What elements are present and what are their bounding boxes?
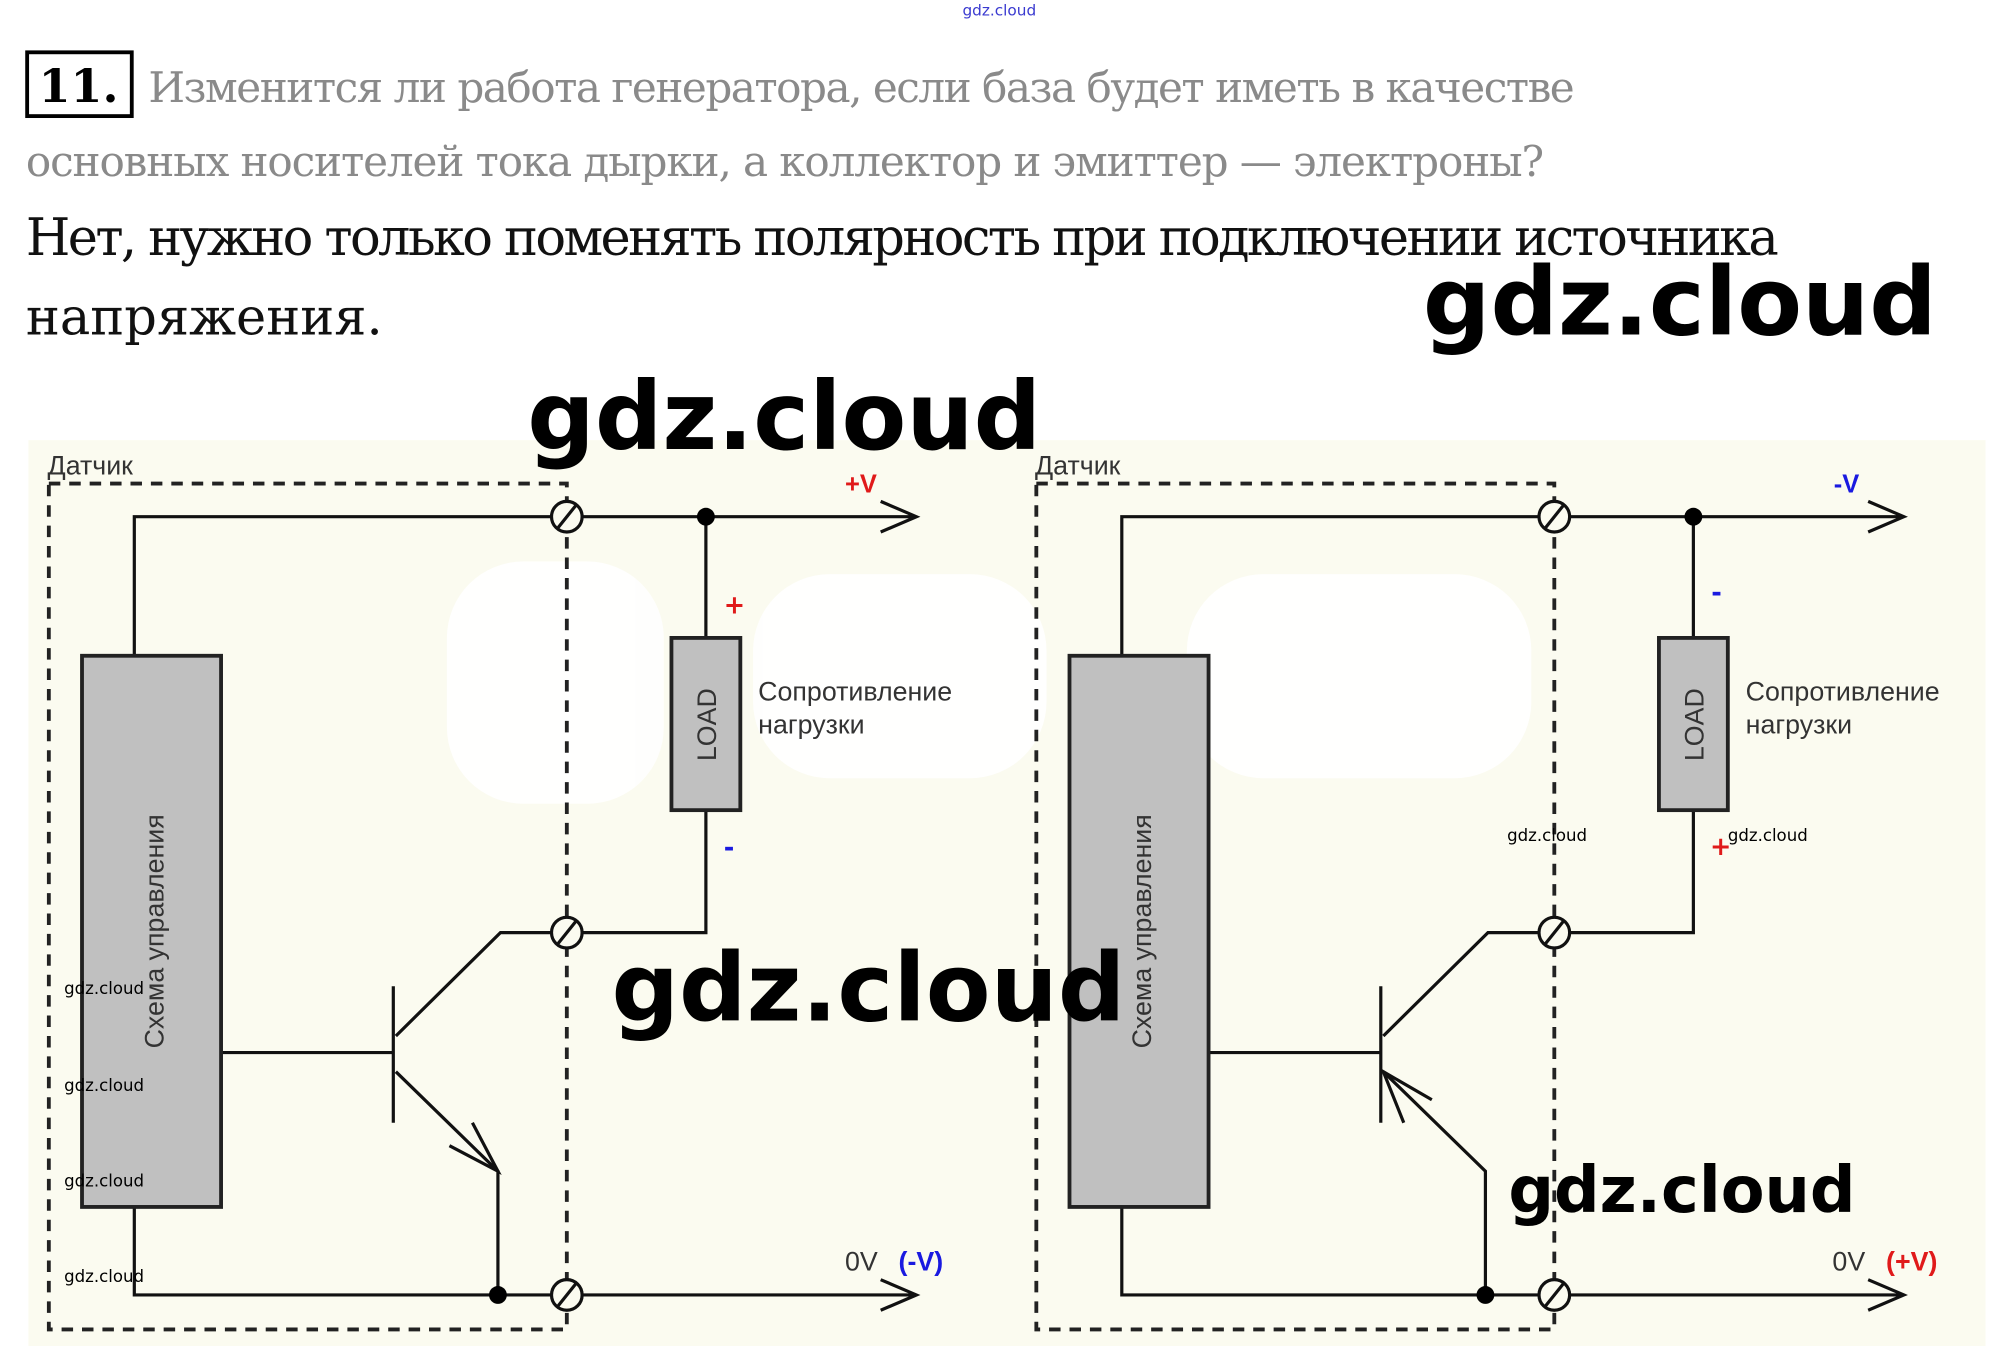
answer-line-1: Нет, нужно только поменять полярность пр…: [26, 209, 1779, 268]
bottom-rail-wire: [1120, 1206, 1908, 1312]
top-rail-wire: [1120, 499, 1908, 656]
sensor-boundary: [1034, 481, 1557, 1332]
watermark-large: gdz.cloud: [527, 362, 1041, 472]
load-label: LOAD: [1680, 688, 1710, 761]
junction-dot: [696, 507, 715, 526]
sensor-label: Датчик: [1035, 451, 1121, 481]
bottom-rail-alt-label: (+V): [1886, 1247, 1937, 1277]
load-top-sign: -: [1711, 578, 1722, 608]
collector-wire: [394, 516, 708, 1038]
control-block-label: Схема управления: [140, 814, 170, 1048]
junction-dot: [1684, 507, 1703, 526]
answer-line-2: напряжения.: [26, 288, 383, 347]
load-desc-1: Сопротивление: [1746, 676, 1940, 706]
watermark-large: gdz.cloud: [1423, 247, 1937, 357]
load-bottom-sign: +: [1710, 832, 1731, 862]
load-resistor: [1657, 636, 1730, 813]
terminal-icon: [1537, 915, 1572, 950]
load-desc-1: Сопротивление: [758, 676, 952, 706]
load-label: LOAD: [692, 688, 722, 761]
load-desc-2: нагрузки: [758, 710, 864, 740]
top-rail-label: +V: [845, 470, 877, 498]
bottom-rail-alt-label: (-V): [899, 1247, 944, 1277]
circuit-left: Датчик Схема управления LOAD Сопротивлен…: [46, 451, 952, 1332]
base-wire: [221, 986, 395, 1123]
collector-wire: [1382, 516, 1695, 1038]
control-block: [1067, 653, 1211, 1209]
top-rail-wire: [132, 499, 921, 656]
watermark-small: gdz.cloud: [64, 979, 144, 998]
bottom-rail-label: 0V: [1832, 1247, 1865, 1277]
question-line-2: основных носителей тока дырки, а коллект…: [26, 137, 1544, 186]
watermark-large: gdz.cloud: [1508, 1154, 1855, 1228]
erased-watermark-blob: [446, 561, 1532, 804]
watermark-small: gdz.cloud: [1728, 826, 1808, 845]
control-block-label: Схема управления: [1127, 814, 1157, 1048]
control-block: [80, 653, 223, 1209]
bottom-rail-wire: [132, 1206, 921, 1312]
emitter-arrow: [448, 1121, 502, 1176]
watermark-small: gdz.cloud: [64, 1267, 144, 1286]
circuit-right: Датчик Схема управления LOAD Сопротивлен…: [1034, 451, 1940, 1332]
load-desc-2: нагрузки: [1746, 710, 1852, 740]
load-top-sign: +: [724, 591, 745, 621]
junction-dot: [1476, 1286, 1495, 1304]
load-bottom-sign: -: [724, 833, 735, 863]
terminal-icon: [1537, 1278, 1572, 1312]
terminal-icon: [549, 499, 584, 534]
terminal-icon: [549, 1278, 584, 1312]
watermark-small: gdz.cloud: [64, 1172, 144, 1191]
watermark-small: gdz.cloud: [1507, 826, 1587, 845]
base-wire: [1208, 986, 1383, 1123]
top-watermark: gdz.cloud: [962, 1, 1036, 19]
emitter-wire: [1382, 1070, 1488, 1295]
sensor-label: Датчик: [48, 451, 134, 481]
load-resistor: [669, 636, 743, 813]
junction-dot: [488, 1286, 507, 1304]
terminal-icon: [1537, 499, 1572, 534]
sensor-boundary: [46, 481, 569, 1332]
watermark-large: gdz.cloud: [611, 934, 1125, 1044]
question-number: 11.: [39, 59, 119, 113]
question-line-1: Изменится ли работа генератора, если баз…: [148, 63, 1574, 112]
question-number-box: [25, 50, 134, 119]
bottom-rail-label: 0V: [845, 1247, 878, 1277]
emitter-arrow: [1380, 1068, 1433, 1124]
terminal-icon: [549, 915, 584, 950]
top-rail-label: -V: [1834, 470, 1860, 498]
watermark-small: gdz.cloud: [64, 1076, 144, 1095]
